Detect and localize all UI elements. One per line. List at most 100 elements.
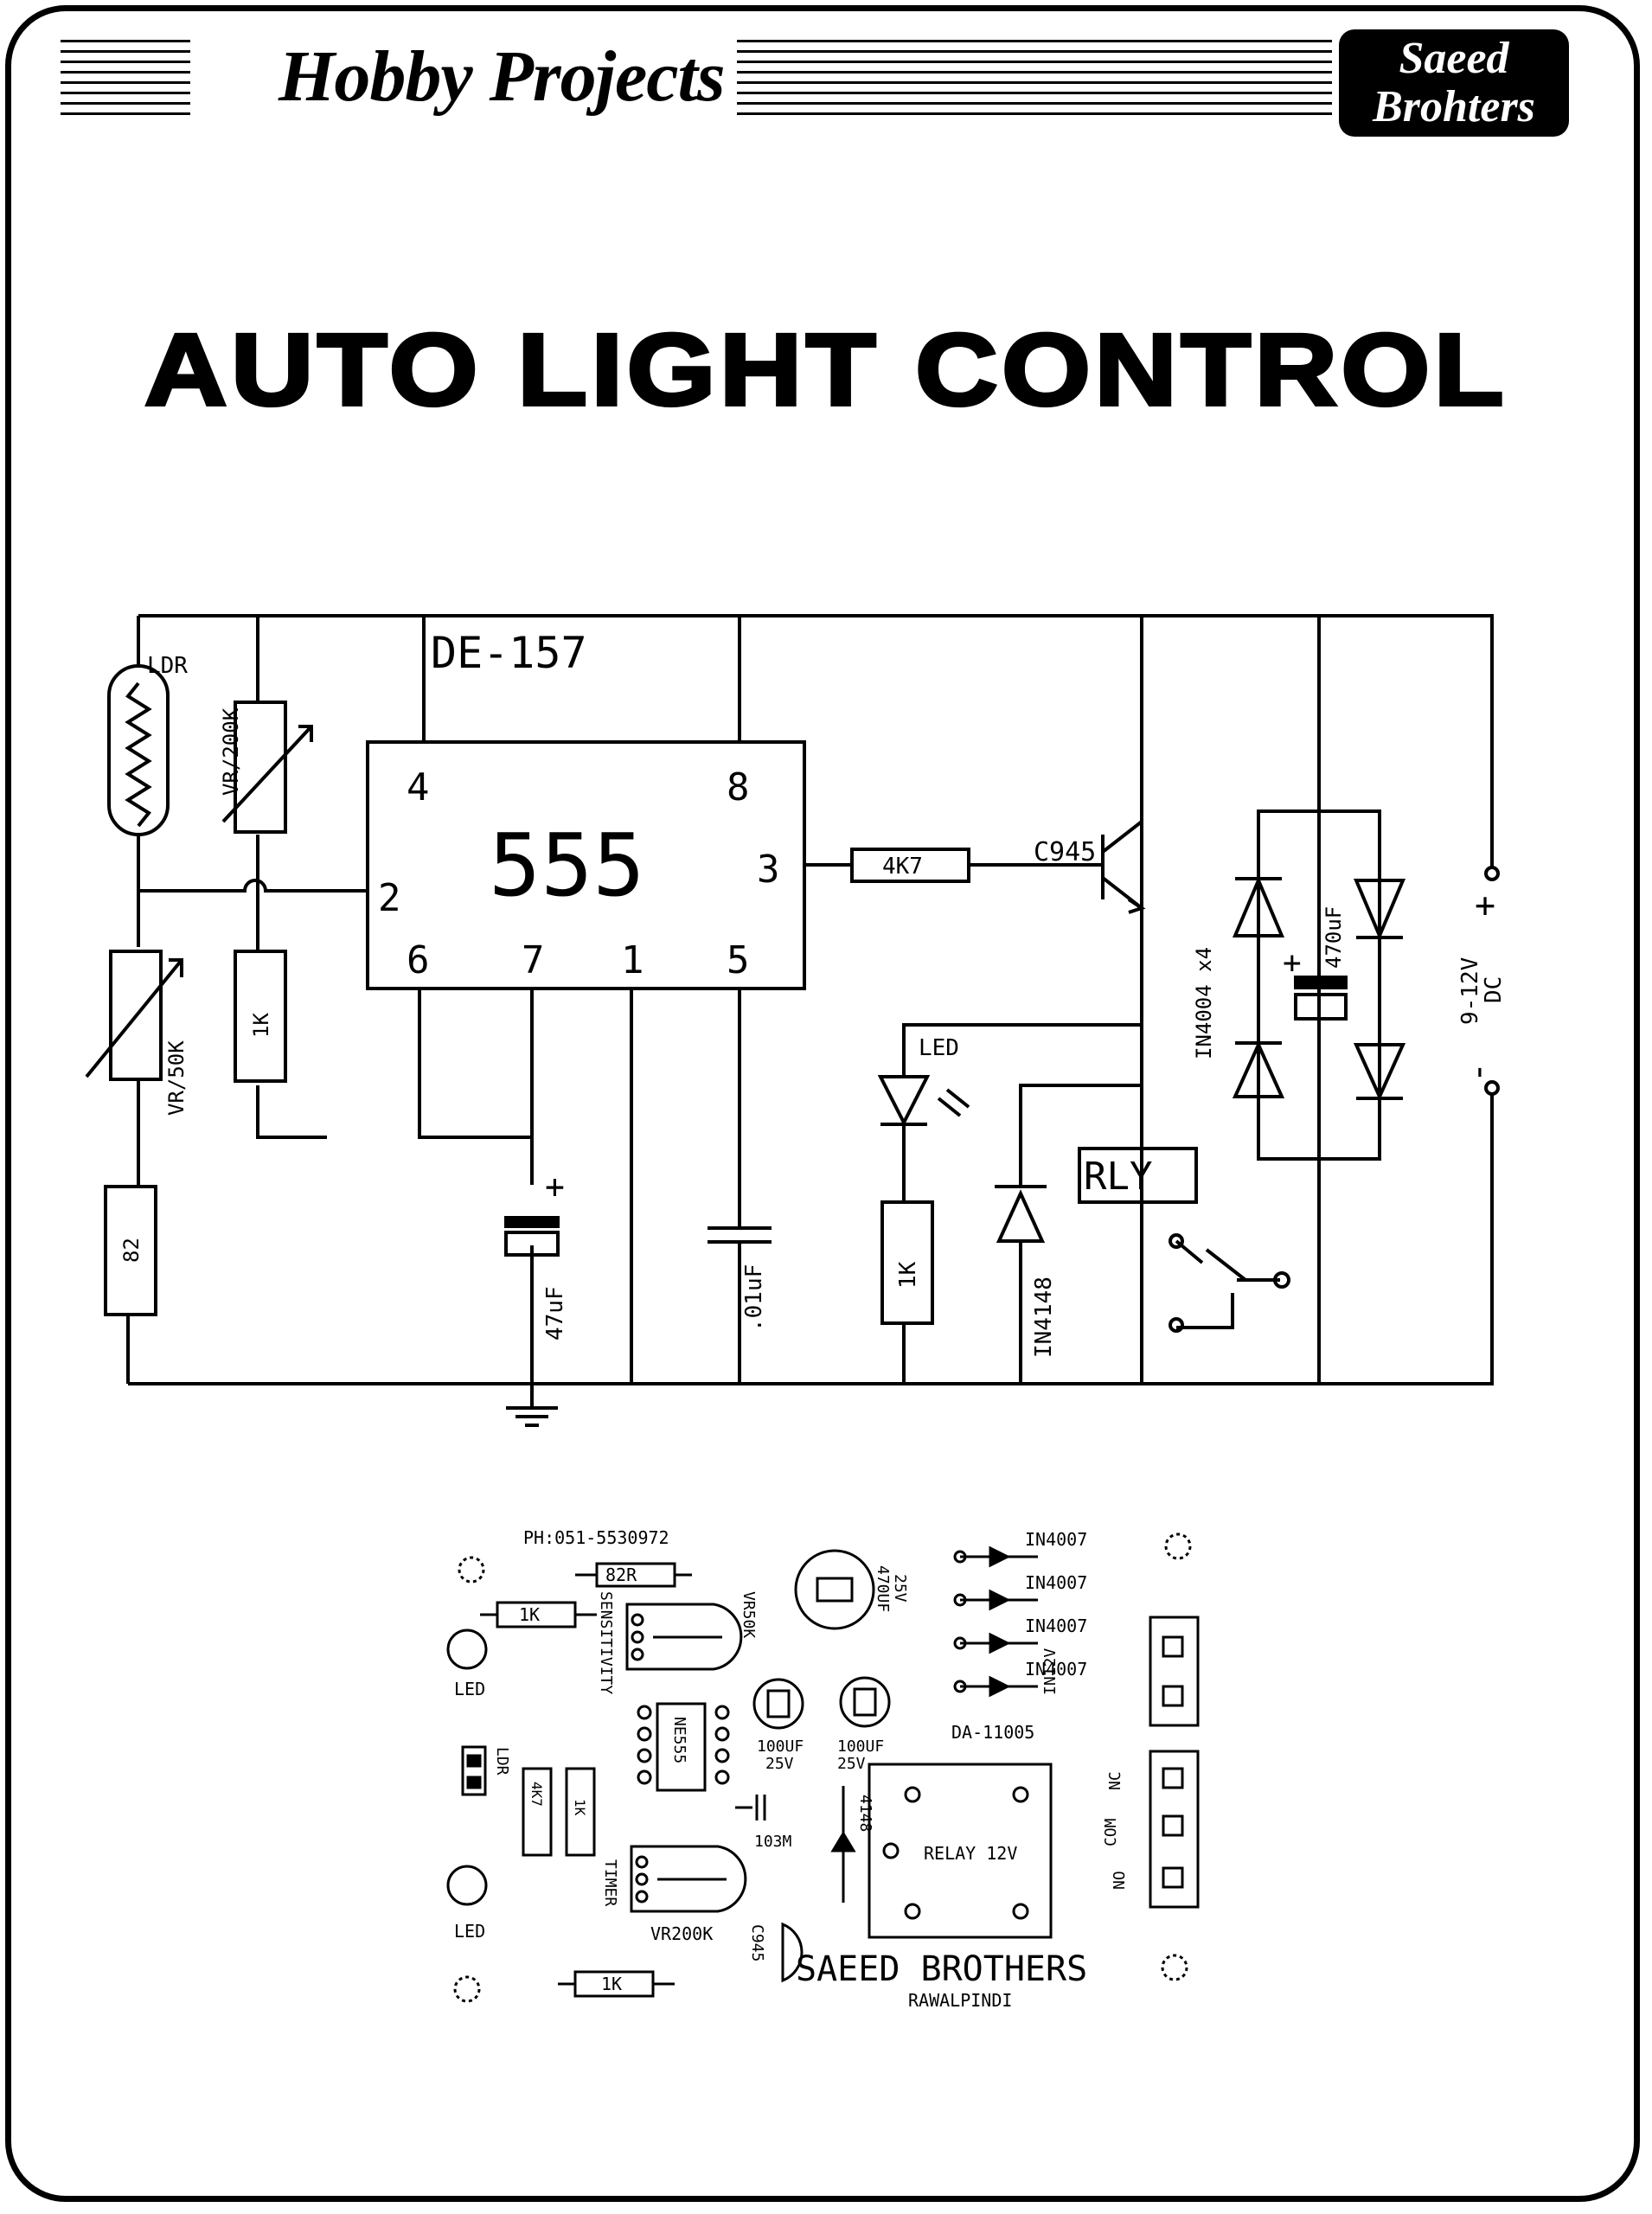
pin-5: 5: [727, 938, 750, 982]
pcb-phone: PH:051-5530972: [523, 1527, 669, 1548]
pin-8: 8: [727, 765, 750, 809]
r1k-b-label: 1K: [895, 1261, 921, 1289]
r4k7-label: 4K7: [882, 854, 923, 880]
pcb-city: RAWALPINDI: [908, 1990, 1012, 2011]
cap47-label: 47uF: [542, 1286, 568, 1341]
bridge-diodes-label: IN4004 x4: [1192, 947, 1216, 1059]
pcb-ldr-symbol: [461, 1745, 487, 1796]
cap01-label: .01uF: [741, 1264, 767, 1332]
pcb-r82r-label: 82R: [605, 1565, 637, 1585]
pcb-led-bottom: LED: [454, 1921, 485, 1942]
pcb-d2: IN4007: [1025, 1572, 1087, 1593]
pcb-ne555-symbol: [656, 1702, 707, 1792]
pcb-r1k-bottom-label: 1K: [601, 1974, 622, 1994]
pcb-cap470-a: 470UF: [874, 1565, 892, 1612]
pcb-cap100-2b: 25V: [837, 1755, 866, 1773]
pcb-in12v: IN12V: [1041, 1648, 1060, 1695]
supply-minus: -: [1458, 1062, 1498, 1083]
pcb-com: COM: [1102, 1818, 1120, 1846]
pin-4: 4: [407, 765, 430, 809]
pcb-led-bottom-symbol: [446, 1865, 488, 1906]
pcb-c945-symbol: [781, 1922, 804, 1983]
bridge-diode-2: [1232, 1040, 1285, 1098]
r1k-b-symbol: [880, 1200, 934, 1325]
transistor-label: C945: [1034, 837, 1096, 867]
pcb-cap470-b: 25V: [891, 1574, 909, 1603]
pcb-terminal-relay: [1149, 1750, 1200, 1909]
publisher-badge: Saeed Brohters: [1339, 29, 1569, 137]
relay-symbol: [1078, 1147, 1198, 1204]
pcb-terminal-in12v: [1149, 1616, 1200, 1727]
pcb-d4148: 4148: [856, 1795, 874, 1832]
pin-7: 7: [522, 938, 545, 982]
pcb-vr50k: VR50K: [740, 1591, 758, 1638]
mount-hole-bl: [453, 1975, 481, 2003]
pcb-sensitivity: SENSITIVITY: [597, 1591, 615, 1694]
supply-plus: +: [1475, 886, 1495, 925]
pcb-cap103m: 103M: [754, 1833, 792, 1851]
ldr-label: LDR: [147, 653, 188, 679]
pcb-r1k-top-label: 1K: [519, 1604, 540, 1625]
pcb-cap100-1-symbol: [752, 1678, 804, 1730]
pcb-r1k-mid-label: 1K: [572, 1799, 588, 1816]
r1k-a-symbol: [234, 950, 287, 1083]
pcb-brand: SAEED BROTHERS: [796, 1949, 1087, 1989]
in4148-symbol: [996, 1189, 1046, 1243]
cap47-plus: +: [545, 1168, 565, 1206]
vr200k-symbol: [234, 701, 287, 834]
header-stripes-right: [701, 40, 1332, 118]
badge-line-1: Saeed: [1399, 34, 1509, 83]
pin-3: 3: [757, 848, 780, 892]
pcb-cap103m-symbol: [735, 1795, 766, 1820]
bridge-diode-3: [1353, 879, 1406, 941]
badge-line-2: Brohters: [1373, 82, 1535, 131]
pcb-vr200k: VR200K: [650, 1923, 713, 1944]
pcb-relay: RELAY 12V: [924, 1843, 1017, 1864]
pcb-da: DA-11005: [951, 1722, 1034, 1743]
pcb-cap470-symbol: [794, 1549, 875, 1630]
mount-hole-br: [1161, 1954, 1188, 1981]
bridge-diode-4: [1353, 1043, 1406, 1101]
pcb-d1: IN4007: [1025, 1529, 1087, 1550]
led-symbol: [877, 1075, 931, 1127]
pcb-led-top: LED: [454, 1679, 485, 1699]
ground-symbol: [506, 1384, 558, 1427]
page-title: AUTO LIGHT CONTROL: [143, 311, 1508, 429]
pcb-led-top-symbol: [446, 1629, 488, 1670]
relay-contact: [1175, 1239, 1280, 1329]
schematic-labels: DE-157 LDR VR/200K VR/50K 1K 82 555 4 8 …: [119, 628, 1507, 1358]
pin-6: 6: [407, 938, 430, 982]
pcb-nc: NC: [1106, 1771, 1124, 1790]
page-frame: [5, 5, 1640, 2202]
pcb-r4k7: [522, 1767, 553, 1857]
supply-dc-label: DC: [1481, 976, 1507, 1003]
cap01-symbol: [708, 1226, 772, 1244]
relay-label: RLY: [1084, 1155, 1152, 1199]
brand-title: Hobby Projects: [266, 35, 737, 118]
pcb-diode-row: [953, 1545, 1038, 1698]
cap470-plus: +: [1283, 945, 1302, 981]
pcb-cap100-2-symbol: [839, 1676, 891, 1728]
pcb-timer: TIMER: [601, 1859, 619, 1906]
led-label: LED: [919, 1035, 959, 1061]
pcb-no: NO: [1111, 1871, 1129, 1890]
pcb-ne555: NE555: [670, 1717, 688, 1763]
header: Hobby Projects Saeed Brohters: [61, 24, 1569, 154]
bridge-diode-1: [1232, 875, 1285, 937]
schematic-diagram: [85, 614, 1500, 1427]
vr50k-label: VR/50K: [164, 1040, 189, 1116]
ldr-symbol: [107, 664, 170, 836]
pcb-ldr: LDR: [493, 1747, 511, 1776]
header-stripes-left: [61, 40, 190, 118]
pcb-c945: C945: [748, 1924, 766, 1961]
r82-label: 82: [119, 1238, 144, 1263]
pcb-vr50k-symbol: [625, 1603, 743, 1671]
r1k-a-label: 1K: [249, 1013, 273, 1038]
pcb-r4k7-label: 4K7: [528, 1782, 545, 1807]
pcb-cap100-1a: 100UF: [757, 1737, 804, 1756]
in4148-label: IN4148: [1031, 1277, 1057, 1358]
pcb-vr200k-symbol: [630, 1845, 747, 1913]
vr200k-label: VR/200K: [219, 707, 243, 796]
pcb-d3: IN4007: [1025, 1616, 1087, 1636]
